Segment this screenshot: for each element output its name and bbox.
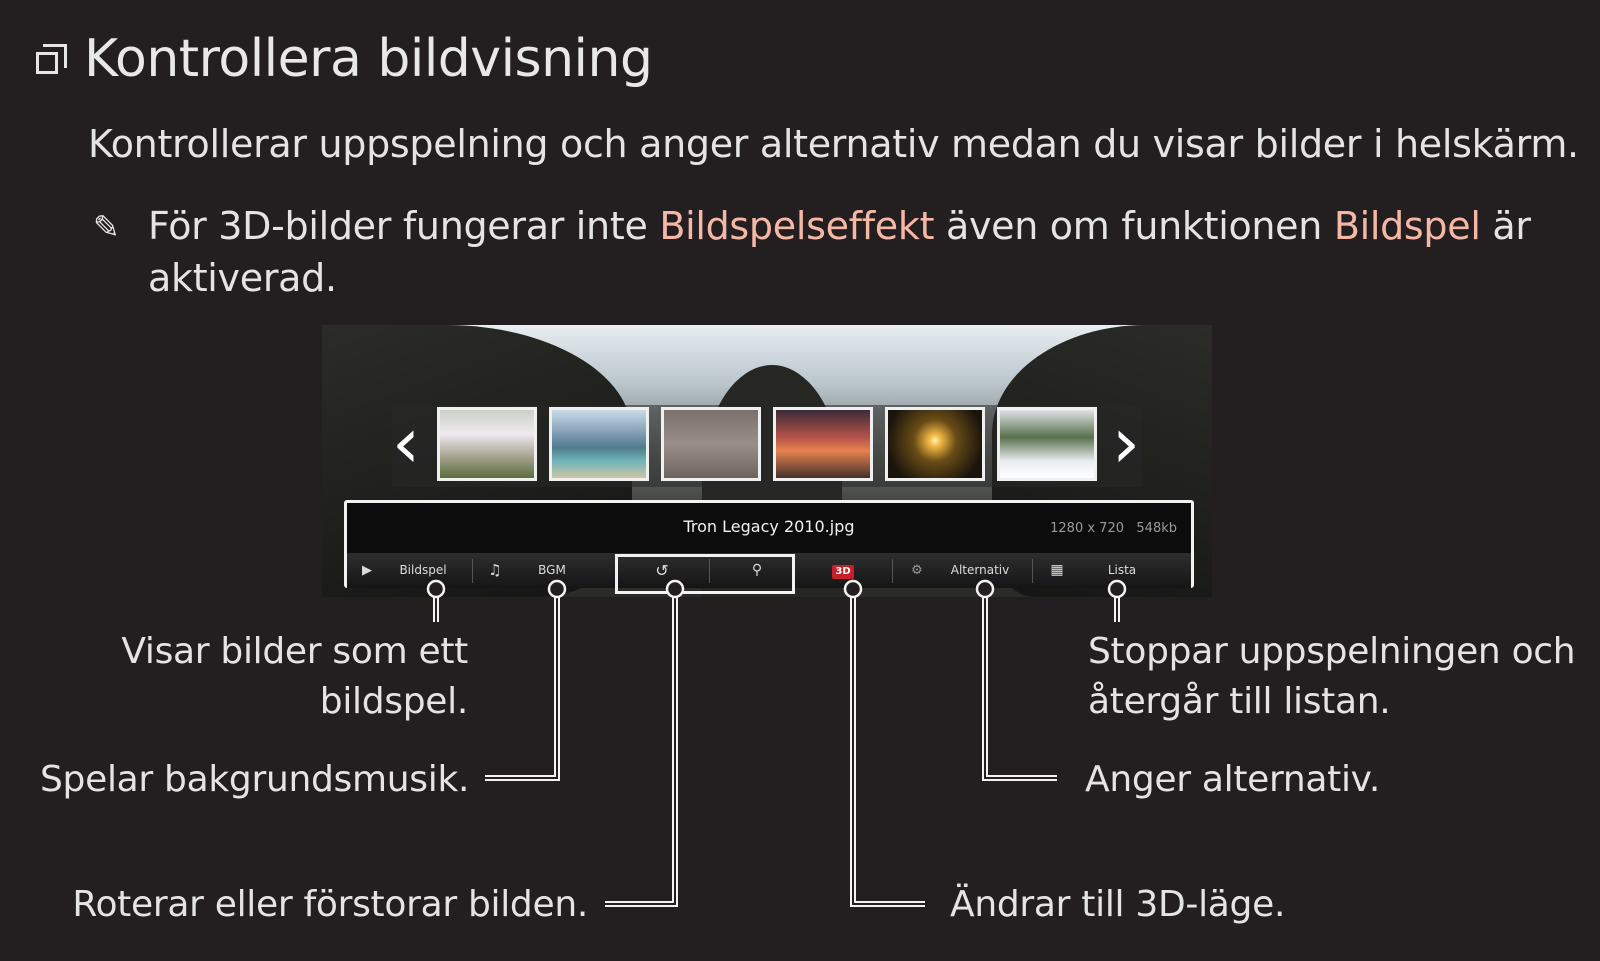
separator [1032, 559, 1033, 583]
file-info: 1280 x 720 548kb [1050, 521, 1177, 536]
grid-list-icon[interactable]: ▦ [1050, 562, 1064, 578]
callout-list-line1: Stoppar uppspelningen och [1088, 631, 1576, 672]
callout-slideshow-line1: Visar bilder som ett [121, 631, 468, 672]
chevron-left-icon[interactable]: ‹ [392, 402, 420, 484]
separator [472, 559, 473, 583]
thumbnail-sun[interactable] [885, 407, 985, 481]
rotate-zoom-group-highlight [615, 554, 795, 594]
thumbnail-birds[interactable] [661, 407, 761, 481]
callout-3d: Ändrar till 3D-läge. [950, 884, 1286, 925]
intro-text: Kontrollerar uppspelning och anger alter… [88, 122, 1579, 166]
callout-slideshow: Visar bilder som ett bildspel. [100, 627, 468, 727]
3d-button[interactable]: 3D [825, 553, 861, 588]
note-part1: För 3D-bilder fungerar inte [148, 204, 660, 248]
file-resolution: 1280 x 720 [1050, 521, 1124, 536]
callout-slideshow-line2: bildspel. [319, 681, 469, 722]
callout-bgm: Spelar bakgrundsmusik. [40, 759, 470, 800]
separator [892, 559, 893, 583]
list-button[interactable]: Lista [1107, 563, 1137, 577]
play-icon[interactable]: ▶ [362, 563, 372, 578]
callout-list: Stoppar uppspelningen och återgår till l… [1088, 627, 1576, 727]
separator [709, 559, 710, 583]
slideshow-button[interactable]: Bildspel [399, 563, 447, 577]
callout-rotate-zoom: Roterar eller förstorar bilden. [72, 884, 588, 925]
note-highlight-slideshow-effect: Bildspelseffekt [659, 204, 935, 248]
note-text: För 3D-bilder fungerar inte Bildspelseff… [148, 200, 1548, 304]
callout-options: Anger alternativ. [1085, 759, 1381, 800]
3d-icon: 3D [832, 565, 854, 579]
thumbnail-cherry-trees[interactable] [437, 407, 537, 481]
rotate-icon[interactable]: ↺ [655, 561, 669, 580]
zoom-search-icon[interactable]: ⚲ [751, 562, 763, 578]
section-square-icon [36, 44, 67, 74]
file-size: 548kb [1136, 521, 1177, 536]
callout-list-line2: återgår till listan. [1088, 681, 1391, 722]
thumbnail-snow-garden[interactable] [997, 407, 1097, 481]
note-part3: är aktiverad. [148, 204, 1531, 300]
options-button[interactable]: Alternativ [950, 563, 1010, 577]
button-bar: ▶ Bildspel ♫ BGM ↺ ⚲ 3D ⚙ Alternativ ▦ L… [347, 553, 1191, 588]
thumbnail-sunset[interactable] [773, 407, 873, 481]
control-bar: Tron Legacy 2010.jpg 1280 x 720 548kb ▶ … [344, 500, 1194, 594]
note-part2: även om funktionen [934, 204, 1334, 248]
gear-icon[interactable]: ⚙ [911, 563, 923, 578]
pencil-note-icon: ✎ [93, 208, 120, 246]
thumbnail-beach[interactable] [549, 407, 649, 481]
page-title: Kontrollera bildvisning [84, 29, 653, 89]
chevron-right-icon[interactable]: › [1112, 402, 1140, 484]
note-highlight-slideshow: Bildspel [1333, 204, 1481, 248]
bgm-button[interactable]: BGM [538, 563, 566, 577]
photo-viewer-screenshot: ‹ › Tron Legacy 2010.jpg 1280 x 720 548k… [322, 325, 1212, 597]
file-name: Tron Legacy 2010.jpg [683, 517, 855, 536]
page-header: Kontrollera bildvisning [36, 24, 653, 94]
music-note-icon[interactable]: ♫ [488, 561, 502, 579]
